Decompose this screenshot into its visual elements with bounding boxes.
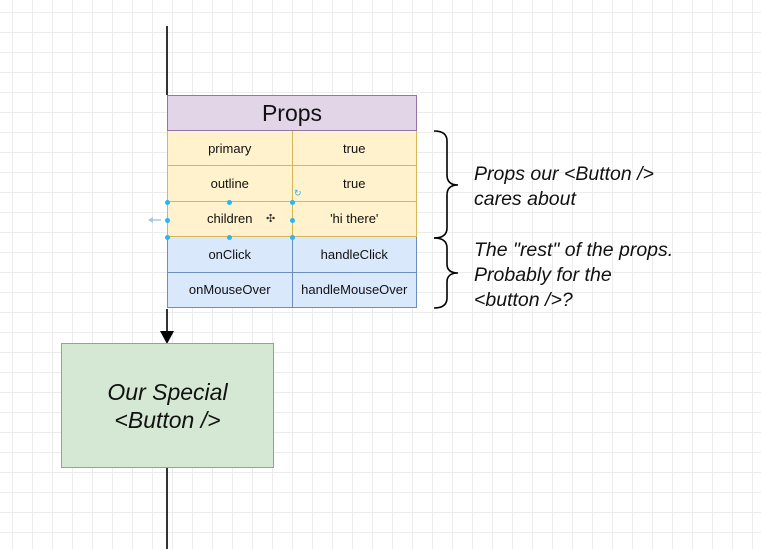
- prop-name-cell[interactable]: outline: [167, 166, 293, 202]
- selection-handle[interactable]: [227, 200, 232, 205]
- selection-handle[interactable]: [164, 217, 170, 223]
- prop-value-cell[interactable]: handleClick: [292, 237, 417, 273]
- curly-brace-bottom[interactable]: [433, 237, 459, 309]
- annotation-line: <button />?: [474, 289, 573, 311]
- table-row[interactable]: onClick handleClick: [167, 237, 417, 273]
- component-label-line: <Button />: [114, 406, 221, 433]
- props-table-title[interactable]: Props: [167, 95, 417, 131]
- selection-handle[interactable]: [164, 235, 170, 240]
- prop-value-cell[interactable]: true: [292, 166, 417, 202]
- prop-name-cell[interactable]: onClick: [167, 237, 293, 273]
- prop-value-cell[interactable]: handleMouseOver: [292, 272, 417, 308]
- annotation-line: The "rest" of the props.: [474, 239, 674, 261]
- prop-name-cell[interactable]: onMouseOver: [167, 272, 293, 308]
- selection-handle[interactable]: [289, 217, 295, 223]
- annotation-line: cares about: [474, 188, 576, 210]
- props-table[interactable]: Props primary true outline true children…: [167, 95, 417, 308]
- component-label-line: Our Special: [107, 378, 228, 405]
- annotation-props-cared-about[interactable]: Props our <Button /> cares about: [474, 162, 654, 212]
- selection-handle[interactable]: [289, 235, 295, 240]
- prop-value-cell[interactable]: 'hi there': [292, 201, 417, 238]
- arrow-head: [160, 331, 174, 344]
- prop-value-cell[interactable]: true: [292, 131, 417, 167]
- annotation-line: Props our <Button />: [474, 163, 654, 185]
- prop-name-cell[interactable]: primary: [167, 131, 293, 167]
- move-icon[interactable]: ✣: [266, 213, 276, 225]
- selection-handle[interactable]: [227, 235, 232, 240]
- table-row[interactable]: onMouseOver handleMouseOver: [167, 272, 417, 308]
- selection-arrow-left-head: [148, 217, 153, 223]
- table-row[interactable]: primary true: [167, 131, 417, 167]
- selection-handle[interactable]: [164, 200, 170, 205]
- table-row[interactable]: outline true: [167, 166, 417, 202]
- selection-handle[interactable]: [289, 200, 295, 205]
- annotation-line: Probably for the: [474, 264, 612, 286]
- special-button-component[interactable]: Our Special <Button />: [61, 343, 274, 468]
- curly-brace-top[interactable]: [433, 130, 459, 239]
- rotate-icon[interactable]: ↻: [294, 188, 302, 198]
- annotation-rest-props[interactable]: The "rest" of the props. Probably for th…: [474, 238, 673, 313]
